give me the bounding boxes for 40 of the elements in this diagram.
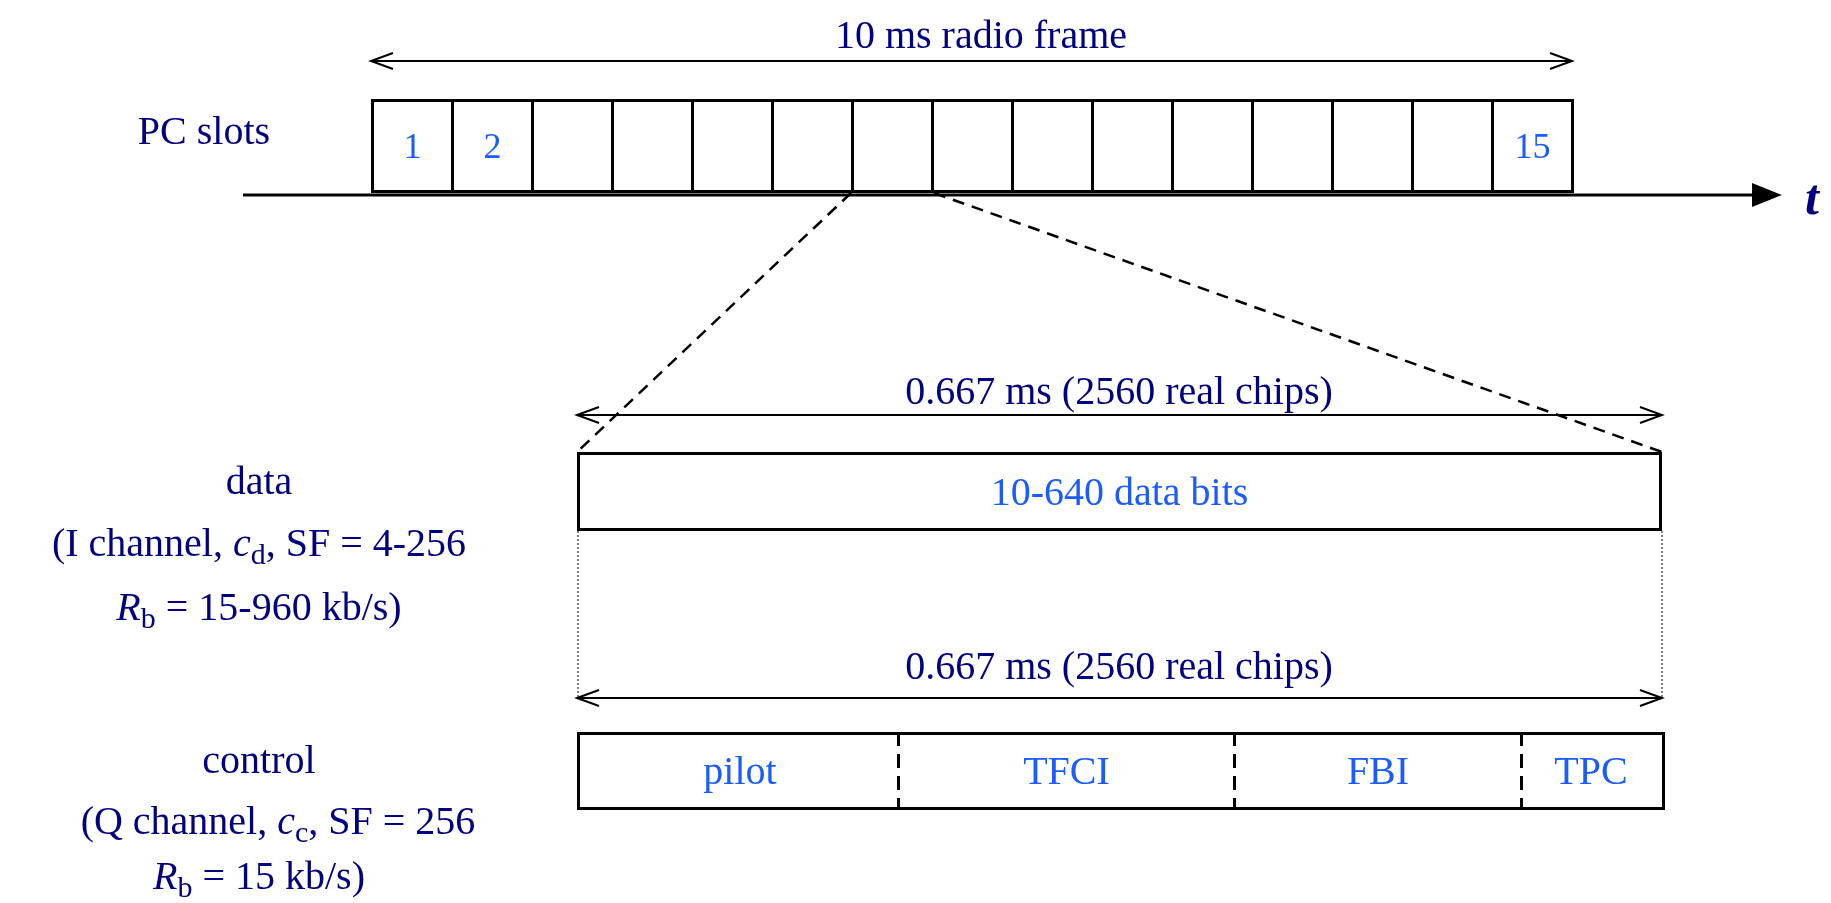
control-field-box xyxy=(577,732,900,810)
slot-box xyxy=(1011,99,1094,193)
slot-box xyxy=(691,99,774,193)
slot-box xyxy=(611,99,694,193)
slot-box xyxy=(1171,99,1254,193)
data-field-box xyxy=(577,452,1662,531)
row-label: PC slots xyxy=(137,111,271,151)
slot-box xyxy=(451,99,534,193)
axis-label: t xyxy=(1805,172,1819,222)
channel-note: R$_{b}$ = 15-960 kb/s) xyxy=(116,587,402,627)
field-label: 2 xyxy=(483,128,502,164)
slot-box xyxy=(1491,99,1574,193)
dimension-label: 0.667 ms (2560 real chips) xyxy=(905,646,1333,686)
slot-box xyxy=(1331,99,1414,193)
field-label: TFCI xyxy=(1023,751,1110,791)
slot-box xyxy=(531,99,614,193)
slot-box xyxy=(1251,99,1334,193)
field-label: 10-640 data bits xyxy=(990,471,1249,512)
slot-box xyxy=(1411,99,1494,193)
slot-box xyxy=(931,99,1014,193)
slot-box xyxy=(851,99,934,193)
channel-note: (I channel, c$_{d}$, SF = 4-256 xyxy=(51,523,467,563)
control-field-box xyxy=(1233,732,1523,810)
dimension-label: 10 ms radio frame xyxy=(834,15,1128,55)
field-label: FBI xyxy=(1346,751,1410,791)
slot-box xyxy=(771,99,854,193)
field-label: pilot xyxy=(703,751,777,791)
channel-label: control xyxy=(202,740,316,780)
field-label: 1 xyxy=(403,128,422,164)
field-label: TPC xyxy=(1554,751,1628,791)
control-field-box xyxy=(897,732,1236,810)
channel-label: data xyxy=(225,461,293,501)
slot-box xyxy=(371,99,454,193)
channel-note: (Q channel, c$_{c}$, SF = 256 xyxy=(80,801,476,841)
control-field-box xyxy=(1520,732,1665,810)
channel-note: R$_{b}$ = 15 kb/s) xyxy=(153,856,365,896)
dimension-label: 0.667 ms (2560 real chips) xyxy=(905,371,1333,411)
leader-line xyxy=(933,191,1663,454)
field-label: 15 xyxy=(1514,128,1551,164)
slot-box xyxy=(1091,99,1174,193)
